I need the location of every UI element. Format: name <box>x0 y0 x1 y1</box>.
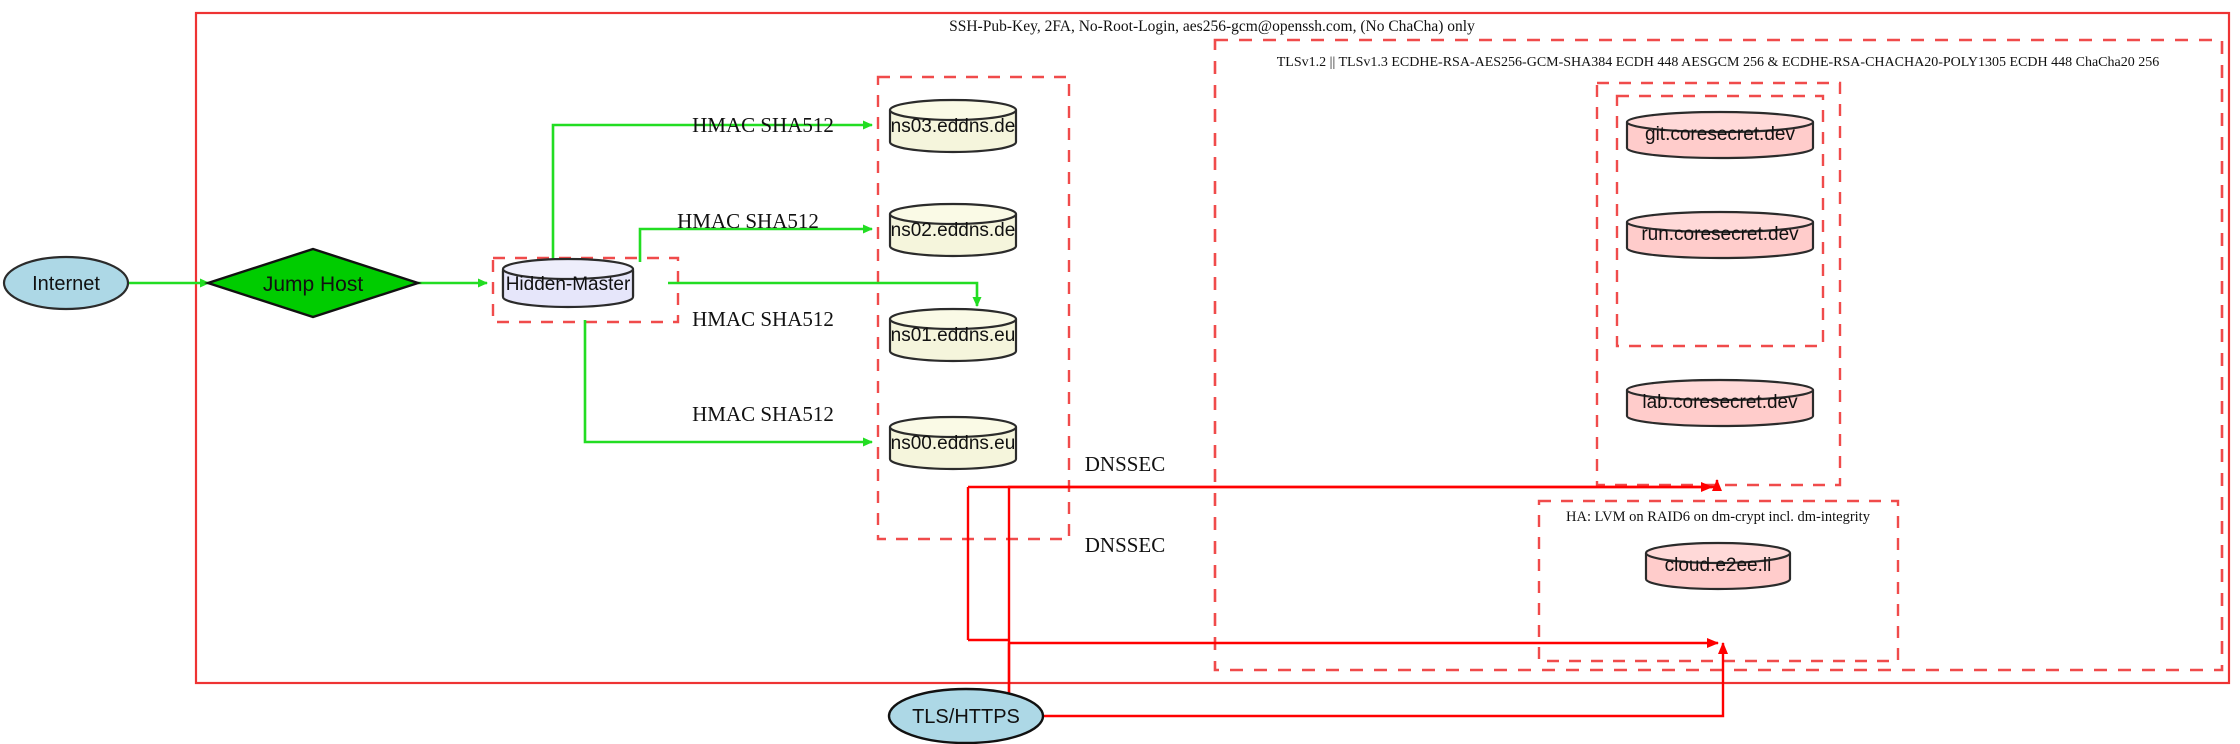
node-ns01[interactable]: ns01.eddns.eu <box>888 307 1018 363</box>
node-master-label: Hidden-Master <box>506 274 631 295</box>
edge-master-ns01 <box>668 281 982 307</box>
edge-label-hmac-ns03: HMAC SHA512 <box>692 113 834 137</box>
node-run[interactable]: run.coresecret.dev <box>1625 210 1815 260</box>
node-tlshttps[interactable]: TLS/HTTPS <box>887 687 1045 744</box>
node-cloud[interactable]: cloud.e2ee.li <box>1644 541 1792 591</box>
edge-label-hmac-ns01: HMAC SHA512 <box>692 307 834 331</box>
zone-ha-label: HA: LVM on RAID6 on dm-crypt incl. dm-in… <box>1566 509 1871 525</box>
edge-label-hmac-ns02: HMAC SHA512 <box>677 209 819 233</box>
edge-label-dnssec-app: DNSSEC <box>1085 452 1166 476</box>
node-ns01-label: ns01.eddns.eu <box>891 325 1016 346</box>
zone-ssh-label: SSH-Pub-Key, 2FA, No-Root-Login, aes256-… <box>949 18 1475 35</box>
node-ns02-label: ns02.eddns.de <box>891 220 1016 241</box>
node-jumphost-label: Jump Host <box>263 273 364 296</box>
node-run-label: run.coresecret.dev <box>1641 224 1799 245</box>
node-tlshttps-label: TLS/HTTPS <box>912 706 1020 728</box>
zone-ssh-boundary <box>194 11 2231 685</box>
node-ns00-label: ns00.eddns.eu <box>891 433 1016 454</box>
edge-label-hmac-ns00: HMAC SHA512 <box>692 402 834 426</box>
node-jumphost[interactable]: Jump Host <box>204 247 422 319</box>
zone-dns-boundary <box>876 75 1071 541</box>
edge-label-dnssec-cloud: DNSSEC <box>1085 533 1166 557</box>
node-git[interactable]: git.coresecret.dev <box>1625 110 1815 160</box>
node-master[interactable]: Hidden-Master <box>501 257 635 309</box>
edge-master-ns00 <box>583 320 873 447</box>
zone-app-inner-boundary <box>1615 94 1825 348</box>
node-git-label: git.coresecret.dev <box>1645 124 1795 145</box>
zone-app-outer-boundary <box>1595 81 1842 487</box>
node-cloud-label: cloud.e2ee.li <box>1665 555 1772 576</box>
edge-master-ns02 <box>638 224 873 262</box>
edge-tlshttps-app <box>966 479 1722 700</box>
node-ns03-label: ns03.eddns.de <box>891 116 1016 137</box>
zone-tls-boundary <box>1213 38 2224 672</box>
node-lab-label: lab.coresecret.dev <box>1642 392 1798 413</box>
zone-ha-boundary <box>1537 499 1900 663</box>
node-internet-label: Internet <box>32 273 100 295</box>
zone-tls-label: TLSv1.2 || TLSv1.3 ECDHE-RSA-AES256-GCM-… <box>1277 55 2159 70</box>
edge-tlshttps-cloud <box>1007 638 1728 718</box>
edge-master-ns03 <box>551 120 873 262</box>
node-ns00[interactable]: ns00.eddns.eu <box>888 415 1018 471</box>
node-lab[interactable]: lab.coresecret.dev <box>1625 378 1815 428</box>
node-ns02[interactable]: ns02.eddns.de <box>888 202 1018 258</box>
node-internet[interactable]: Internet <box>2 255 130 311</box>
node-ns03[interactable]: ns03.eddns.de <box>888 98 1018 154</box>
